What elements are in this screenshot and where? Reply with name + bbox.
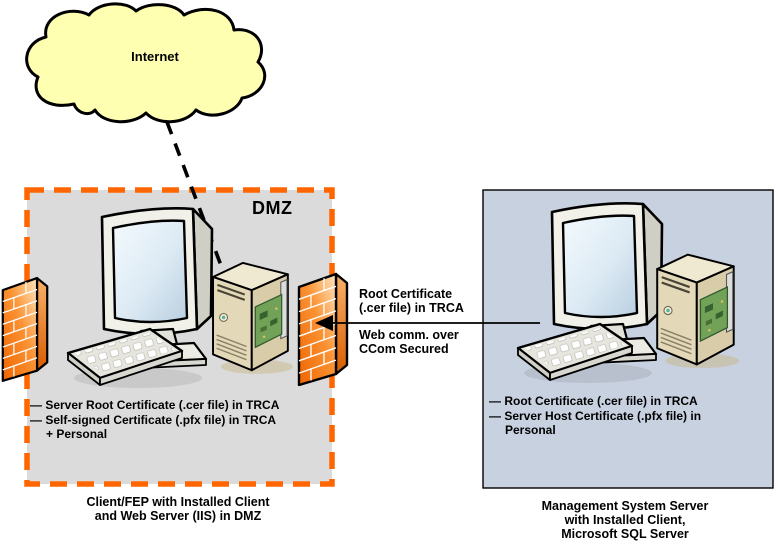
dmz-cert-line-1: — Server Root Certificate (.cer file) in… bbox=[30, 398, 280, 412]
connection-top-line-1: Root Certificate bbox=[359, 287, 453, 301]
management-caption-line-1: Management System Server bbox=[541, 499, 709, 513]
dmz-cert-line-3: + Personal bbox=[46, 427, 108, 441]
dmz-caption-line-2: and Web Server (IIS) in DMZ bbox=[94, 509, 262, 523]
management-cert-line-1: — Root Certificate (.cer file) in TRCA bbox=[489, 394, 698, 408]
management-caption-line-2: with Installed Client, bbox=[564, 513, 686, 527]
left-arrowhead-icon bbox=[315, 315, 333, 331]
connection-top-line-2: (.cer file) in TRCA bbox=[359, 301, 464, 315]
internet-cloud-icon bbox=[25, 2, 267, 124]
dmz-caption-line-1: Client/FEP with Installed Client bbox=[86, 495, 270, 509]
management-certificate-list: — Root Certificate (.cer file) in TRCA —… bbox=[489, 394, 701, 438]
connection-label-web-comm: Web comm. over CCom Secured bbox=[359, 328, 459, 356]
dmz-zone-label: DMZ bbox=[252, 198, 293, 218]
dmz-cert-line-2: — Self-signed Certificate (.pfx file) in… bbox=[30, 412, 277, 427]
management-caption-line-3: Microsoft SQL Server bbox=[561, 527, 689, 541]
connection-bottom-line-1: Web comm. over bbox=[359, 328, 459, 342]
management-cert-line-2: — Server Host Certificate (.pfx file) in bbox=[489, 408, 702, 423]
right-firewall-icon bbox=[297, 272, 349, 386]
left-firewall-icon bbox=[1, 276, 49, 382]
management-caption: Management System Server with Installed … bbox=[490, 499, 760, 541]
connection-arrow bbox=[315, 315, 540, 331]
internet-dashed-connector-line bbox=[165, 121, 233, 293]
connection-label-root-certificate: Root Certificate (.cer file) in TRCA bbox=[359, 287, 464, 315]
connection-bottom-line-2: CCom Secured bbox=[359, 342, 449, 356]
management-cert-line-3: Personal bbox=[505, 423, 556, 437]
internet-label: Internet bbox=[131, 49, 179, 64]
dmz-caption: Client/FEP with Installed Client and Web… bbox=[48, 495, 308, 523]
dmz-certificate-list: — Server Root Certificate (.cer file) in… bbox=[30, 398, 279, 442]
